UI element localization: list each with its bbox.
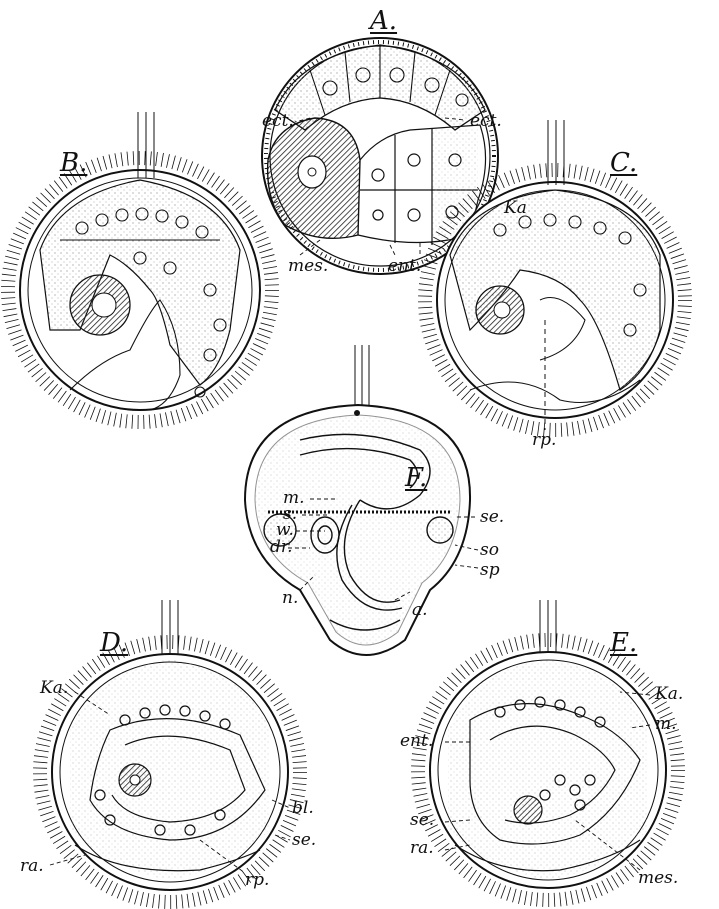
- figure-e: [418, 600, 678, 900]
- label-e-ka: Ka.: [655, 686, 683, 703]
- figure-a-letter: A.: [370, 8, 397, 34]
- label-d-se: se.: [292, 832, 316, 849]
- label-a-ent: ent.: [388, 258, 421, 275]
- label-e-mes: mes.: [638, 870, 678, 887]
- label-e-m: m.: [655, 716, 677, 733]
- label-f-a: a.: [412, 602, 428, 619]
- label-c-ka: Ka: [504, 200, 527, 217]
- label-a-mes: mes.: [288, 258, 328, 275]
- label-d-rp: rp.: [245, 872, 269, 889]
- label-e-se: se.: [410, 812, 434, 829]
- label-e-ent: ent.: [400, 733, 433, 750]
- label-f-so: so: [480, 542, 499, 559]
- label-d-ra: ra.: [20, 858, 44, 875]
- figure-d-letter: D.: [100, 630, 128, 656]
- label-a-ect-left: ect.: [262, 113, 294, 130]
- label-f-sp: sp: [480, 562, 500, 579]
- label-a-ect-right: ect.: [470, 113, 502, 130]
- label-e-ra: ra.: [410, 840, 434, 857]
- figure-f: [245, 345, 470, 655]
- label-c-rp: rp.: [532, 432, 556, 449]
- label-f-dr: dr.: [270, 539, 293, 556]
- label-f-se: se.: [480, 509, 504, 526]
- figure-b-letter: B.: [60, 150, 87, 176]
- label-d-ka: Ka.: [40, 680, 68, 697]
- figure-e-letter: E.: [610, 630, 637, 656]
- label-f-n: n.: [282, 590, 298, 607]
- label-d-bl: bl.: [292, 800, 314, 817]
- figure-b: [8, 112, 272, 422]
- figure-f-letter: F.: [405, 465, 427, 491]
- figure-c-letter: C.: [610, 150, 637, 176]
